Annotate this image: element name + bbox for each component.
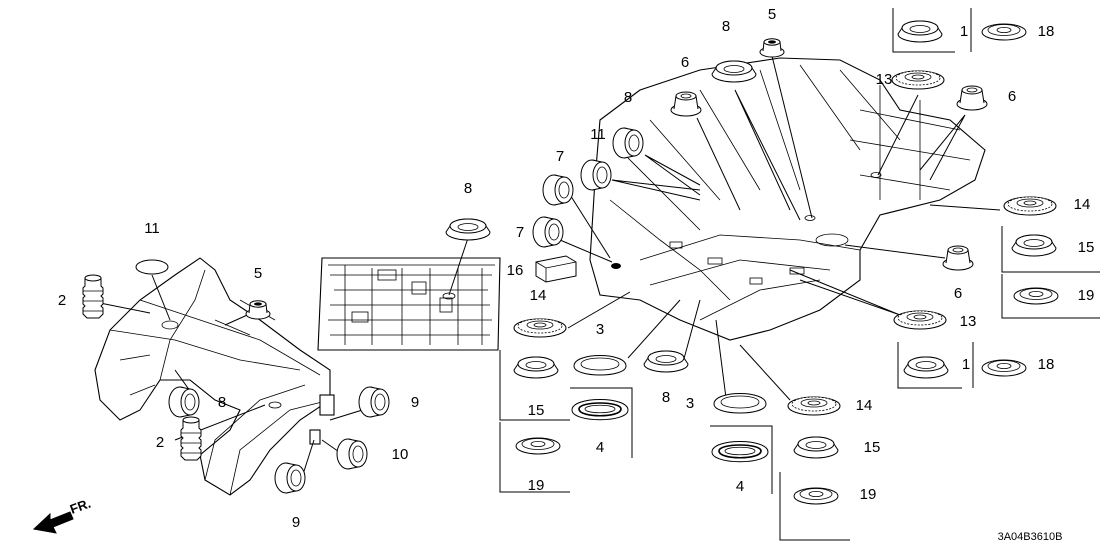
front-direction-label: FR. [68,496,93,517]
callout-3-right: 3 [686,395,694,412]
callout-6-right: 6 [1008,88,1016,105]
callout-8-top: 8 [722,18,730,35]
callout-2-upper: 2 [58,292,66,309]
grommet-part-15-bottom [793,436,839,459]
grommet-part-18-top [981,23,1027,41]
grommet-part-5-left [245,300,271,320]
floor-body-assembly [589,57,986,341]
callout-9-upper: 9 [411,394,419,411]
callout-12: 11 [144,220,160,237]
callout-15-right: 15 [1078,239,1095,256]
callout-16: 16 [507,262,524,279]
callout-6-lower: 6 [954,285,962,302]
grommet-part-7-lower [532,216,564,248]
callout-8-bottom: 8 [662,389,670,406]
callout-7-upper: 7 [556,148,564,165]
grommet-part-9-lower [274,462,306,494]
grommet-part-8-bottom [643,350,689,373]
callout-labels: 11 2 5 8 2 9 10 9 8 16 14 7 7 11 8 6 8 5… [58,6,1095,531]
callout-19-right: 19 [1078,287,1095,304]
callout-8-rear-floor: 8 [464,180,472,197]
callout-10: 10 [392,446,409,463]
callout-13-upper: 13 [876,71,893,88]
grommet-part-6-lower [942,245,974,271]
group-brackets [499,8,1100,541]
grommet-part-13-upper [891,70,945,90]
block-part-16 [535,255,577,283]
callout-15-bottom: 15 [864,439,881,456]
grommet-part-14-right [1003,196,1057,216]
callout-9-lower: 9 [292,514,300,531]
front-direction-indicator: FR. [32,496,93,534]
callout-5-top: 5 [768,6,776,23]
callout-3-left: 3 [596,321,604,338]
plug-part-3-right [713,393,767,414]
bellows-part-2-upper [82,274,104,319]
callout-1-top: 1 [960,23,968,40]
grommet-part-8-upper-body [612,127,644,159]
grommet-part-1-bottom [903,356,949,379]
callout-13-lower: 13 [960,313,977,330]
grommet-part-15-left [513,356,559,379]
grommet-part-13-lower [893,310,947,330]
plug-part-4-right [711,440,769,463]
callout-18-top: 18 [1038,23,1055,40]
grommet-part-18-bottom [981,359,1027,377]
callout-8-upper-body: 8 [624,89,632,106]
callout-14-right: 14 [1074,196,1091,213]
callout-4-left: 4 [596,439,604,456]
front-frame-assembly [94,257,335,496]
plug-part-4-left [571,398,629,421]
grommet-part-19-bottom [793,487,839,505]
callout-2-lower: 2 [156,434,164,451]
diagram-code: 3A04B3610B [998,531,1063,543]
grommet-part-15-right [1011,234,1057,257]
grommet-part-7-upper [542,174,574,206]
callout-19-left: 19 [528,477,545,494]
callout-5-left: 5 [254,265,262,282]
callout-4-right: 4 [736,478,744,495]
callout-1-bottom: 1 [962,356,970,373]
callout-18-bottom: 18 [1038,356,1055,373]
callout-8-left: 8 [218,394,226,411]
grommet-part-10 [336,438,368,470]
callout-6-upper: 6 [681,54,689,71]
grommet-part-9-upper [358,386,390,418]
grommet-part-6-right [956,85,988,111]
front-arrow-icon [32,511,74,534]
grommet-part-14-left [513,318,567,338]
grommet-part-1-top [897,20,943,43]
grommet-part-19-left [515,437,561,455]
bellows-part-2-lower [180,416,202,461]
callout-14-bottom: 14 [856,397,873,414]
plug-part-3-left [573,355,627,376]
grommet-part-14-bottom [787,396,841,416]
callout-19-bottom: 19 [860,486,877,503]
grommet-part-19-right [1013,287,1059,305]
o-ring-part-12 [135,259,169,275]
grommet-part-8-rear-floor [445,218,491,241]
grommet-part-8-left [168,386,200,418]
callout-7-lower: 7 [516,224,524,241]
rear-floor-panel [317,257,501,351]
callout-14-left: 14 [530,287,547,304]
callout-15-left: 15 [528,402,545,419]
grommet-part-5-top [759,38,785,58]
grommet-part-8-top [711,60,757,83]
callout-11: 11 [590,126,606,143]
grommet-part-11 [580,159,612,191]
